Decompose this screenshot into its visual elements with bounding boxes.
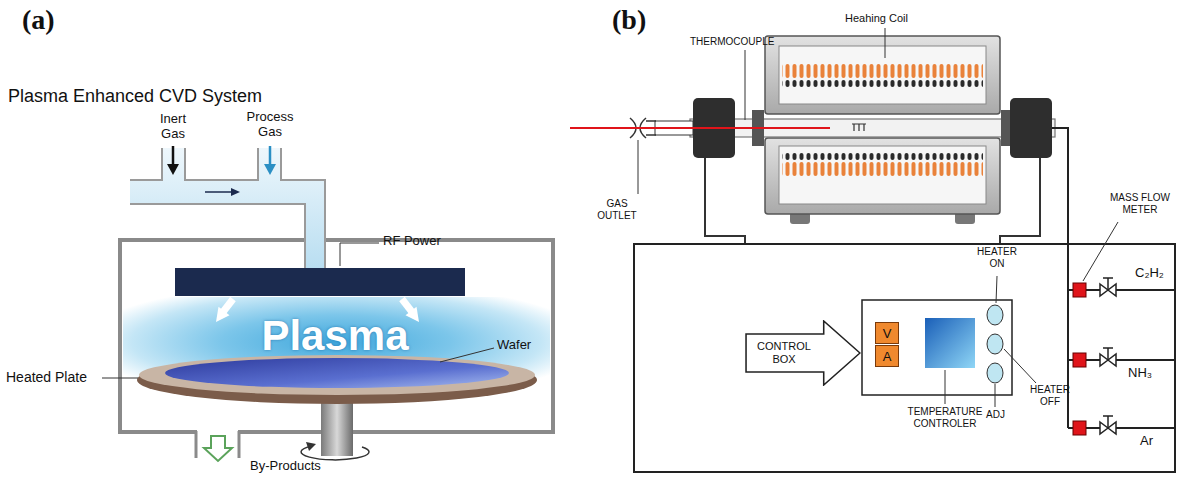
valve-symbol	[1100, 348, 1116, 366]
exhaust-gap	[197, 428, 238, 436]
gas-inlet-label: Process Gas	[240, 110, 300, 140]
rotation-arrowhead	[306, 442, 316, 451]
gas-line	[1052, 128, 1068, 428]
part-label: HEATER ON	[973, 246, 1021, 269]
arrow-shape	[746, 321, 860, 385]
leader-line	[1083, 222, 1118, 281]
heating-coil	[782, 62, 983, 92]
part-label: Heated Plate	[6, 369, 87, 385]
exhaust-pipe	[238, 431, 241, 458]
valve-symbol	[1100, 416, 1116, 434]
furnace-upper	[765, 36, 1000, 114]
rf-electrode	[175, 268, 465, 296]
valve-symbol	[1100, 278, 1116, 296]
flow-arrowhead	[231, 188, 240, 196]
flow-arrow	[205, 191, 232, 193]
adjust-button	[987, 363, 1003, 383]
gas-flow-arrow	[402, 299, 412, 312]
tube-flange	[1010, 98, 1052, 158]
leader-line	[102, 378, 138, 379]
gas-label: C₂H₂	[1135, 266, 1164, 281]
furnace-stand	[1000, 148, 1040, 244]
gas-pipe-wall	[130, 148, 325, 268]
leader-line	[885, 28, 886, 58]
plasma-glow	[123, 297, 550, 397]
part-label: HEATER OFF	[1026, 384, 1074, 407]
leader-line	[638, 140, 639, 194]
thermocouple-wire	[570, 127, 830, 129]
gas-flow-arrow	[223, 299, 233, 312]
current-meter: A	[875, 345, 899, 367]
exhaust-pipe	[195, 431, 198, 458]
part-label: RF Power	[383, 234, 441, 249]
meter-label: V	[883, 326, 892, 341]
leader-line	[440, 348, 494, 362]
furnace-stand	[705, 148, 745, 244]
arrow-outline	[745, 320, 861, 386]
heated-plate-top	[139, 355, 535, 395]
control-box-arrow: CONTROL BOX	[745, 320, 861, 386]
heating-coil	[782, 150, 983, 180]
leader-line	[945, 370, 946, 404]
heater-button	[987, 305, 1003, 325]
voltage-meter: V	[875, 322, 899, 344]
part-label: MASS FLOW METER	[1106, 192, 1174, 215]
part-label: Wafer	[497, 338, 531, 353]
part-label: THERMOCOUPLE	[690, 36, 774, 48]
gas-inlet-label: Inert Gas	[150, 112, 196, 142]
chamber-wall	[120, 240, 553, 432]
plasma-label: Plasma	[261, 312, 408, 360]
mass-flow-meter	[1073, 353, 1086, 367]
process-gas-arrow	[269, 146, 272, 166]
leader-line	[1004, 349, 1036, 383]
leader-line	[745, 50, 746, 120]
rotating-shaft	[321, 398, 353, 456]
inert-gas-arrow	[172, 146, 175, 166]
part-label: By-Products	[250, 459, 321, 474]
part-label: ADJ	[986, 409, 1005, 421]
mass-flow-meter	[1073, 283, 1086, 297]
panel-title: Plasma Enhanced CVD System	[8, 86, 262, 107]
wafer-disc	[165, 358, 509, 388]
heated-plate	[137, 356, 537, 404]
furnace-lower	[765, 138, 1000, 214]
gas-label: Ar	[1140, 434, 1153, 449]
process-gas-arrowhead	[264, 164, 276, 175]
coil-panel	[779, 146, 986, 204]
gas-label: NH₃	[1128, 366, 1152, 381]
leader-line	[996, 276, 997, 303]
panel-letter: (b)	[612, 4, 646, 36]
panel-letter: (a)	[22, 4, 55, 36]
temperature-display	[925, 318, 975, 368]
gas-flow-arrowhead	[216, 307, 230, 322]
inert-gas-arrowhead	[167, 164, 179, 175]
control-box-label: CONTROL BOX	[751, 340, 817, 366]
part-label: GAS OUTLET	[592, 198, 642, 221]
plasma-region: Plasma	[195, 308, 475, 364]
part-label: TEMPERATURE CONTROLER	[900, 406, 990, 429]
coil-panel	[779, 46, 986, 104]
meter-label: A	[883, 349, 892, 364]
sample-boat	[852, 124, 866, 131]
control-box-housing	[634, 244, 1175, 472]
exhaust-arrow	[204, 436, 232, 461]
gas-pipe	[130, 148, 325, 268]
heater-button	[987, 334, 1003, 354]
mass-flow-meter	[1073, 421, 1086, 435]
leader-line	[995, 384, 996, 407]
leader-line	[340, 243, 379, 266]
part-label: Heahing Coil	[845, 12, 908, 25]
controller-panel	[862, 300, 1012, 395]
